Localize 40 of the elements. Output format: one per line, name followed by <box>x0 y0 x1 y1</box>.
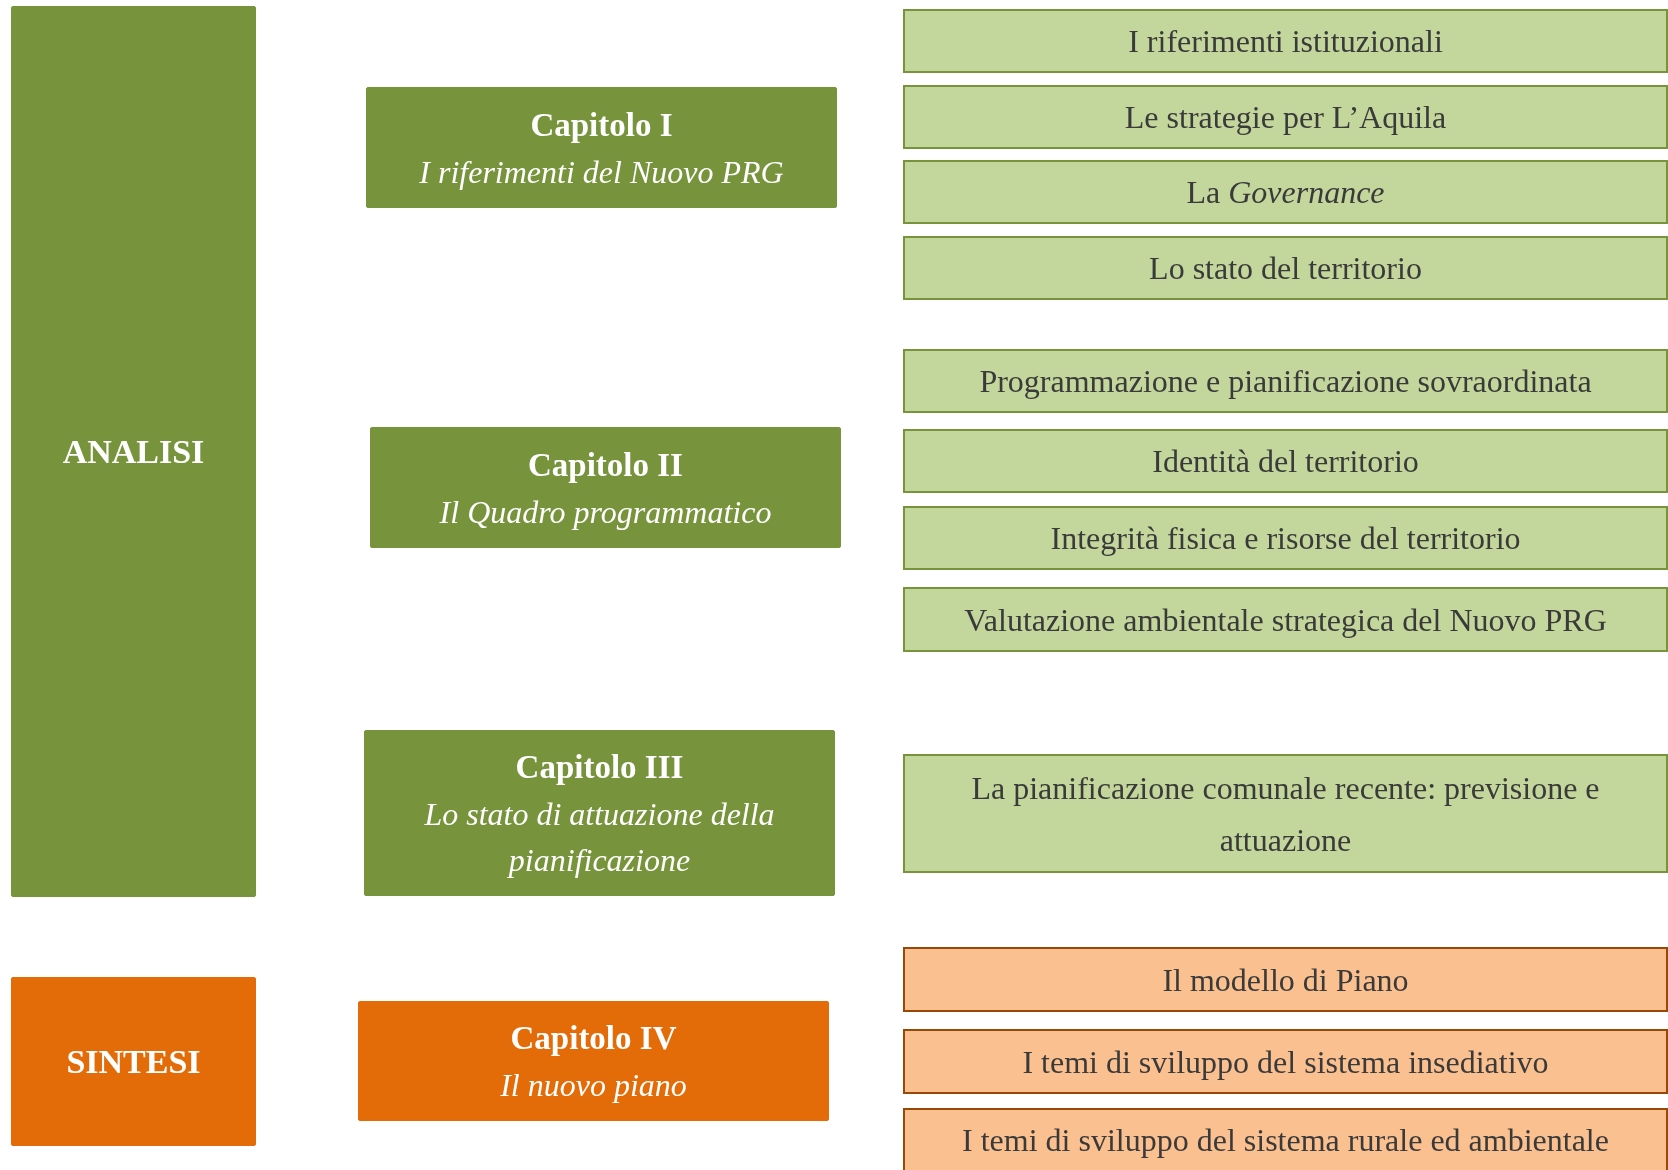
topic-box <box>903 754 1668 873</box>
topic-box <box>903 429 1668 493</box>
chapter-heading: Capitolo I <box>530 105 673 145</box>
chapter-subtitle: Il Quadro programmatico <box>438 492 773 532</box>
topic-box <box>903 349 1668 413</box>
topic-box <box>903 1108 1668 1170</box>
topic-text: Valutazione ambientale strategica del Nuovo PRG <box>963 600 1608 640</box>
topic-box <box>903 1029 1668 1094</box>
topic-box <box>903 160 1668 224</box>
topic-text: Integrità fisica e risorse del territorio <box>1049 519 1522 558</box>
chapter-box <box>366 87 837 208</box>
chapter-box <box>358 1001 829 1121</box>
topic-box <box>903 506 1668 570</box>
topic-text: La Governance <box>1185 173 1386 212</box>
chapter-heading: Capitolo II <box>528 445 683 485</box>
chapter-subtitle: Il nuovo piano <box>499 1066 688 1105</box>
topic-box <box>903 947 1668 1012</box>
topic-text: Identità del territorio <box>1151 442 1420 481</box>
topic-text: I riferimenti istituzionali <box>1127 22 1444 61</box>
topic-box <box>903 236 1668 300</box>
chapter-subtitle: I riferimenti del Nuovo PRG <box>418 152 785 192</box>
chapter-subtitle: Lo stato di attuazione della pianificazione <box>423 795 776 880</box>
chapter-heading: Capitolo IV <box>510 1019 677 1058</box>
chapter-heading: Capitolo III <box>515 748 684 787</box>
phase-box <box>11 6 256 897</box>
topic-text: Programmazione e pianificazione sovraordinata <box>978 362 1593 401</box>
topic-text: Lo stato del territorio <box>1148 249 1423 288</box>
topic-text: La pianificazione comunale recente: previsione e attuazione <box>970 768 1601 860</box>
topic-text: Le strategie per L’Aquila <box>1123 98 1448 137</box>
phase-box <box>11 977 256 1146</box>
topic-box <box>903 587 1668 652</box>
topic-text: I temi di sviluppo del sistema insediativo <box>1021 1042 1550 1082</box>
topic-text: Il modello di Piano <box>1161 960 1410 1000</box>
chapter-box <box>364 730 835 896</box>
topic-text: I temi di sviluppo del sistema rurale ed ambientale <box>961 1121 1610 1160</box>
topic-box <box>903 85 1668 149</box>
chapter-box <box>370 427 841 548</box>
phase-title: ANALISI <box>62 432 205 471</box>
phase-title: SINTESI <box>66 1042 201 1081</box>
topic-box <box>903 9 1668 73</box>
